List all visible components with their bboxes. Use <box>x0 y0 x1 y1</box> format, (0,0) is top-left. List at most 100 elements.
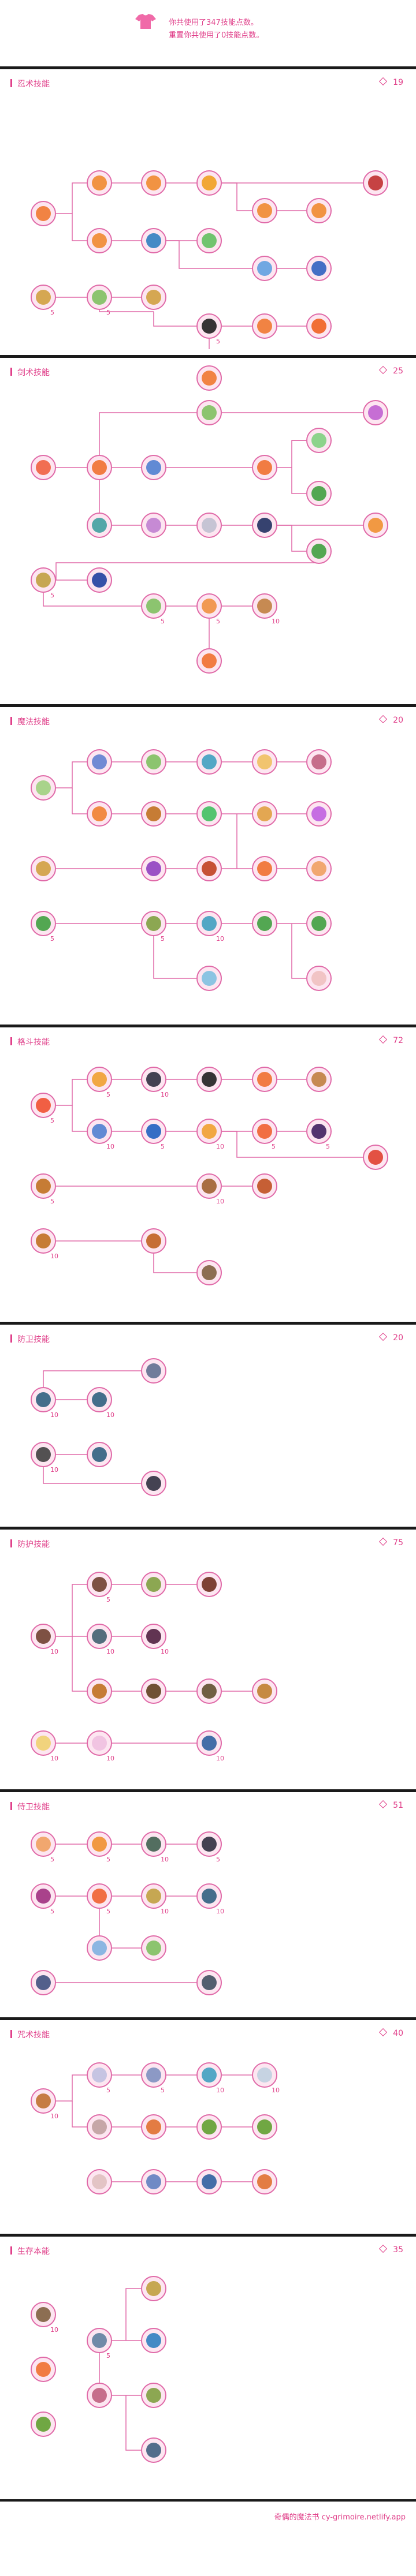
skill-node[interactable] <box>141 2276 166 2301</box>
skill-node[interactable]: 10 <box>31 1228 58 1260</box>
skill-node[interactable]: 10 <box>87 1730 114 1762</box>
skill-node[interactable]: 10 <box>141 1831 169 1863</box>
skill-node[interactable] <box>306 198 332 223</box>
skill-node[interactable]: 10 <box>196 1883 224 1915</box>
skill-node[interactable]: 10 <box>252 2062 280 2094</box>
skill-node[interactable] <box>141 2114 166 2140</box>
skill-node[interactable] <box>196 1067 222 1092</box>
skill-node[interactable] <box>31 201 56 226</box>
skill-node[interactable] <box>306 911 332 936</box>
skill-node[interactable] <box>141 513 166 538</box>
skill-node[interactable] <box>252 2114 277 2140</box>
skill-node[interactable] <box>252 1173 277 1199</box>
skill-node[interactable]: 5 <box>87 1883 112 1915</box>
skill-node[interactable]: 5 <box>196 593 222 625</box>
skill-node[interactable] <box>31 775 56 801</box>
skill-node[interactable]: 5 <box>141 911 166 943</box>
skill-node[interactable] <box>252 749 277 775</box>
skill-node[interactable] <box>196 1260 222 1285</box>
skill-node[interactable] <box>363 170 388 196</box>
skill-node[interactable] <box>306 1067 332 1092</box>
skill-node[interactable] <box>196 2114 222 2140</box>
skill-node[interactable]: 10 <box>196 1173 224 1205</box>
skill-node[interactable]: 10 <box>31 2088 58 2120</box>
skill-node[interactable] <box>196 400 222 425</box>
skill-node[interactable]: 10 <box>87 1387 114 1419</box>
skill-node[interactable]: 5 <box>87 2062 112 2094</box>
skill-node[interactable] <box>252 198 277 223</box>
skill-node[interactable] <box>306 256 332 281</box>
skill-node[interactable]: 5 <box>141 1119 166 1150</box>
skill-node[interactable]: 10 <box>87 1624 114 1655</box>
skill-node[interactable]: 5 <box>87 285 112 316</box>
skill-node[interactable]: 10 <box>141 1624 169 1655</box>
skill-node[interactable] <box>196 856 222 881</box>
skill-node[interactable]: 5 <box>31 1093 56 1124</box>
skill-node[interactable] <box>141 455 166 480</box>
skill-node[interactable] <box>31 2357 56 2382</box>
skill-node[interactable] <box>87 2169 112 2194</box>
skill-node[interactable] <box>141 2437 166 2463</box>
skill-node[interactable] <box>31 455 56 480</box>
skill-node[interactable]: 5 <box>31 1883 56 1915</box>
skill-node[interactable] <box>196 801 222 827</box>
skill-node[interactable] <box>87 455 112 480</box>
skill-node[interactable]: 10 <box>31 2302 58 2334</box>
skill-node[interactable] <box>252 801 277 827</box>
skill-node[interactable] <box>306 856 332 881</box>
skill-node[interactable]: 10 <box>87 1119 114 1150</box>
skill-node[interactable] <box>87 228 112 253</box>
skill-node[interactable] <box>252 455 277 480</box>
skill-node[interactable] <box>87 749 112 775</box>
skill-node[interactable]: 5 <box>31 1173 56 1205</box>
skill-node[interactable] <box>87 2114 112 2140</box>
skill-node[interactable]: 10 <box>31 1387 58 1419</box>
skill-node[interactable] <box>87 170 112 196</box>
skill-node[interactable] <box>363 1145 388 1170</box>
skill-node[interactable] <box>306 428 332 453</box>
skill-node[interactable] <box>196 1970 222 1995</box>
skill-node[interactable]: 10 <box>31 1730 58 1762</box>
skill-node[interactable]: 10 <box>141 1883 169 1915</box>
skill-node[interactable]: 5 <box>141 2062 166 2094</box>
skill-node[interactable] <box>306 966 332 991</box>
skill-node[interactable] <box>87 1935 112 1961</box>
skill-node[interactable]: 5 <box>196 1831 222 1863</box>
skill-node[interactable] <box>141 749 166 775</box>
skill-node[interactable]: 5 <box>87 1572 112 1603</box>
skill-node[interactable] <box>141 801 166 827</box>
skill-node[interactable] <box>141 2328 166 2353</box>
skill-node[interactable] <box>252 513 277 538</box>
skill-node[interactable] <box>306 481 332 506</box>
skill-node[interactable] <box>252 2169 277 2194</box>
skill-node[interactable] <box>196 170 222 196</box>
skill-node[interactable] <box>196 1572 222 1597</box>
skill-node[interactable]: 5 <box>306 1119 332 1150</box>
skill-node[interactable] <box>363 400 388 425</box>
skill-node[interactable]: 5 <box>87 2328 112 2360</box>
skill-node[interactable] <box>252 313 277 339</box>
skill-node[interactable] <box>141 2383 166 2408</box>
skill-node[interactable] <box>252 1678 277 1704</box>
skill-node[interactable] <box>252 856 277 881</box>
skill-node[interactable]: 10 <box>31 1442 58 1474</box>
skill-node[interactable]: 5 <box>31 911 56 943</box>
skill-node[interactable]: 5 <box>252 1119 277 1150</box>
skill-node[interactable] <box>141 1572 166 1597</box>
skill-node[interactable]: 5 <box>87 1067 112 1098</box>
skill-node[interactable] <box>141 1678 166 1704</box>
skill-node[interactable] <box>252 256 277 281</box>
skill-node[interactable] <box>87 513 112 538</box>
skill-node[interactable] <box>196 228 222 253</box>
skill-node[interactable] <box>141 856 166 881</box>
skill-node[interactable] <box>87 801 112 827</box>
skill-node[interactable] <box>196 1678 222 1704</box>
skill-node[interactable] <box>196 648 222 674</box>
skill-node[interactable] <box>31 1970 56 1995</box>
skill-node[interactable]: 5 <box>31 567 56 599</box>
skill-node[interactable] <box>141 170 166 196</box>
skill-node[interactable]: 10 <box>31 1624 58 1655</box>
skill-node[interactable] <box>306 801 332 827</box>
skill-node[interactable]: 10 <box>141 1067 169 1098</box>
skill-node[interactable] <box>87 1678 112 1704</box>
